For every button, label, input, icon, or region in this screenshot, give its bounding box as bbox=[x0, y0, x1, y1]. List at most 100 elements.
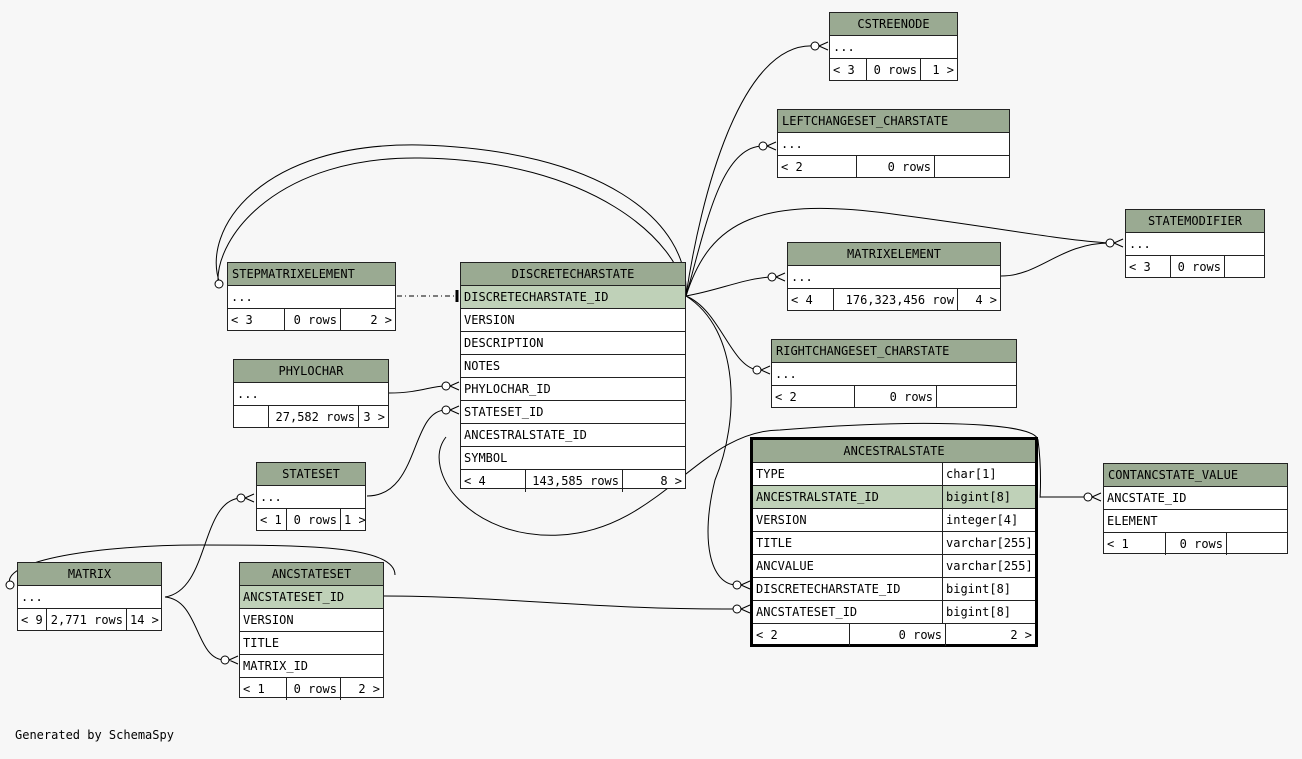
column-row: ... bbox=[234, 383, 388, 406]
table-cstreenode[interactable]: CSTREENODE ... < 3 0 rows 1 > bbox=[829, 12, 958, 81]
column-row: STATESET_ID bbox=[461, 401, 685, 424]
column-row: MATRIX_ID bbox=[240, 655, 383, 678]
column-row: ... bbox=[18, 586, 161, 609]
table-discretecharstate[interactable]: DISCRETECHARSTATE DISCRETECHARSTATE_ID V… bbox=[460, 262, 686, 492]
table-title: MATRIX bbox=[18, 563, 161, 586]
table-title: CONTANCSTATE_VALUE bbox=[1104, 464, 1287, 487]
table-title: MATRIXELEMENT bbox=[788, 243, 1000, 266]
children-count[interactable]: 1 > bbox=[340, 509, 365, 531]
row-count: 0 rows bbox=[1170, 256, 1224, 278]
column-row: ... bbox=[788, 266, 1000, 289]
table-matrix[interactable]: MATRIX ... < 9 2,771 rows 14 > bbox=[17, 562, 162, 631]
table-footer: < 2 0 rows 2 > bbox=[753, 624, 1035, 646]
children-count[interactable]: 3 > bbox=[358, 406, 388, 428]
row-count: 0 rows bbox=[866, 59, 920, 81]
parents-count[interactable]: < 3 bbox=[231, 313, 253, 327]
row-count: 143,585 rows bbox=[525, 470, 622, 492]
table-title: STATEMODIFIER bbox=[1126, 210, 1264, 233]
children-count[interactable] bbox=[1224, 256, 1264, 278]
children-count[interactable]: 8 > bbox=[622, 470, 685, 492]
children-count[interactable] bbox=[936, 386, 1016, 408]
link-rightchangeset bbox=[685, 295, 758, 371]
table-title: CSTREENODE bbox=[830, 13, 957, 36]
link-statemodifier-a bbox=[685, 207, 1111, 297]
link-ancstateset-id bbox=[383, 595, 738, 610]
parents-count[interactable]: < 4 bbox=[791, 293, 813, 307]
row-count: 0 rows bbox=[284, 309, 340, 331]
link-stepmatrix-a bbox=[215, 144, 687, 297]
row-count: 0 rows bbox=[854, 386, 936, 408]
link-statemodifier-b bbox=[1000, 242, 1111, 277]
table-contancstate-value[interactable]: CONTANCSTATE_VALUE ANCSTATE_ID ELEMENT <… bbox=[1103, 463, 1288, 555]
column-row: DESCRIPTION bbox=[461, 332, 685, 355]
table-footer: < 4 143,585 rows 8 > bbox=[461, 470, 685, 492]
table-title: RIGHTCHANGESET_CHARSTATE bbox=[772, 340, 1016, 363]
table-matrixelement[interactable]: MATRIXELEMENT ... < 4 176,323,456 row 4 … bbox=[787, 242, 1001, 311]
link-leftchangeset bbox=[685, 145, 764, 297]
parents-count[interactable] bbox=[234, 406, 268, 428]
link-stateset-a bbox=[366, 409, 447, 497]
column-row-pk: ANCSTATESET_ID bbox=[240, 586, 383, 609]
table-ancstateset[interactable]: ANCSTATESET ANCSTATESET_ID VERSION TITLE… bbox=[239, 562, 384, 700]
children-count[interactable]: 2 > bbox=[340, 678, 383, 700]
children-count[interactable]: 14 > bbox=[126, 609, 161, 631]
parents-count[interactable]: < 2 bbox=[781, 160, 803, 174]
table-footer: < 1 0 rows 2 > bbox=[240, 678, 383, 700]
table-footer: < 1 0 rows bbox=[1104, 533, 1287, 555]
table-footer: < 9 2,771 rows 14 > bbox=[18, 609, 161, 631]
link-phylochar bbox=[388, 385, 447, 394]
table-footer: < 2 0 rows bbox=[778, 156, 1009, 178]
parents-count[interactable]: < 1 bbox=[260, 513, 282, 527]
children-count[interactable]: 4 > bbox=[957, 289, 1000, 311]
children-count[interactable] bbox=[934, 156, 1009, 178]
link-matrixelement bbox=[685, 276, 773, 297]
column-row: ... bbox=[1126, 233, 1264, 256]
children-count[interactable]: 2 > bbox=[945, 624, 1035, 646]
table-footer: < 2 0 rows bbox=[772, 386, 1016, 408]
children-count[interactable]: 1 > bbox=[920, 59, 957, 81]
table-rightchangeset-charstate[interactable]: RIGHTCHANGESET_CHARSTATE ... < 2 0 rows bbox=[771, 339, 1017, 408]
row-count: 0 rows bbox=[1165, 533, 1226, 555]
column-row: TITLE bbox=[240, 632, 383, 655]
parents-count[interactable]: < 1 bbox=[1107, 537, 1129, 551]
row-count: 0 rows bbox=[286, 678, 340, 700]
column-row-pk: DISCRETECHARSTATE_ID bbox=[461, 286, 685, 309]
table-title: STATESET bbox=[257, 463, 365, 486]
link-matrix-id bbox=[164, 596, 226, 661]
children-count[interactable] bbox=[1226, 533, 1287, 555]
table-footer: < 4 176,323,456 row 4 > bbox=[788, 289, 1000, 311]
column-row: PHYLOCHAR_ID bbox=[461, 378, 685, 401]
column-row: ... bbox=[228, 286, 395, 309]
table-stateset[interactable]: STATESET ... < 1 0 rows 1 > bbox=[256, 462, 366, 531]
table-title: DISCRETECHARSTATE bbox=[461, 263, 685, 286]
table-footer: 27,582 rows 3 > bbox=[234, 406, 388, 428]
table-footer: < 3 0 rows 1 > bbox=[830, 59, 957, 81]
row-count: 0 rows bbox=[856, 156, 934, 178]
table-title: LEFTCHANGESET_CHARSTATE bbox=[778, 110, 1009, 133]
parents-count[interactable]: < 9 bbox=[21, 613, 43, 627]
parents-count[interactable]: < 3 bbox=[833, 63, 855, 77]
table-stepmatrixelement[interactable]: STEPMATRIXELEMENT ... < 3 0 rows 2 > bbox=[227, 262, 396, 331]
children-count[interactable]: 2 > bbox=[340, 309, 395, 331]
link-stepmatrix-b bbox=[217, 157, 687, 297]
table-leftchangeset-charstate[interactable]: LEFTCHANGESET_CHARSTATE ... < 2 0 rows bbox=[777, 109, 1010, 178]
table-statemodifier[interactable]: STATEMODIFIER ... < 3 0 rows bbox=[1125, 209, 1265, 278]
parents-count[interactable]: < 3 bbox=[1129, 260, 1151, 274]
parents-count[interactable]: < 4 bbox=[464, 474, 486, 488]
row-count: 2,771 rows bbox=[46, 609, 126, 631]
column-row: ... bbox=[830, 36, 957, 59]
parents-count[interactable]: < 2 bbox=[756, 628, 778, 642]
row-count: 27,582 rows bbox=[268, 406, 358, 428]
parents-count[interactable]: < 2 bbox=[775, 390, 797, 404]
table-phylochar[interactable]: PHYLOCHAR ... 27,582 rows 3 > bbox=[233, 359, 389, 428]
parents-count[interactable]: < 1 bbox=[243, 682, 265, 696]
row-count: 0 rows bbox=[286, 509, 340, 531]
